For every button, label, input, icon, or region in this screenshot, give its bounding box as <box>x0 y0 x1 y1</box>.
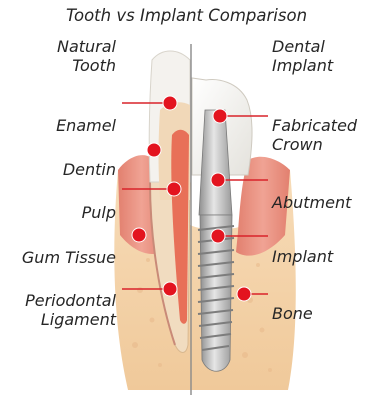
marker-abutment <box>211 173 225 187</box>
marker-gum <box>132 228 146 242</box>
label-enamel: Enamel <box>16 116 116 135</box>
label-abutment: Abutment <box>272 193 351 212</box>
label-periodontal-ligament: Periodontal Ligament <box>4 291 116 329</box>
natural-tooth-header: Natural Tooth <box>36 37 116 75</box>
crown-line1: Fabricated <box>272 116 357 135</box>
marker-bone <box>237 287 251 301</box>
marker-dentin <box>147 143 161 157</box>
diagram-title: Tooth vs Implant Comparison <box>0 6 373 25</box>
label-dentin: Dentin <box>16 160 116 179</box>
label-bone: Bone <box>272 304 313 323</box>
crown-line2: Crown <box>272 135 357 154</box>
label-implant: Implant <box>272 247 333 266</box>
implant-header-line1: Dental <box>272 37 333 56</box>
label-fabricated-crown: Fabricated Crown <box>272 116 357 154</box>
marker-pulp <box>167 182 181 196</box>
marker-enamel <box>163 96 177 110</box>
periodontal-line2: Ligament <box>4 310 116 329</box>
implant-header-line2: Implant <box>272 56 333 75</box>
natural-header-line1: Natural <box>36 37 116 56</box>
label-gum-tissue: Gum Tissue <box>4 248 116 267</box>
natural-header-line2: Tooth <box>36 56 116 75</box>
marker-periodontal <box>163 282 177 296</box>
periodontal-line1: Periodontal <box>4 291 116 310</box>
label-pulp: Pulp <box>16 203 116 222</box>
marker-crown <box>213 109 227 123</box>
marker-implant <box>211 229 225 243</box>
dental-implant-header: Dental Implant <box>272 37 333 75</box>
